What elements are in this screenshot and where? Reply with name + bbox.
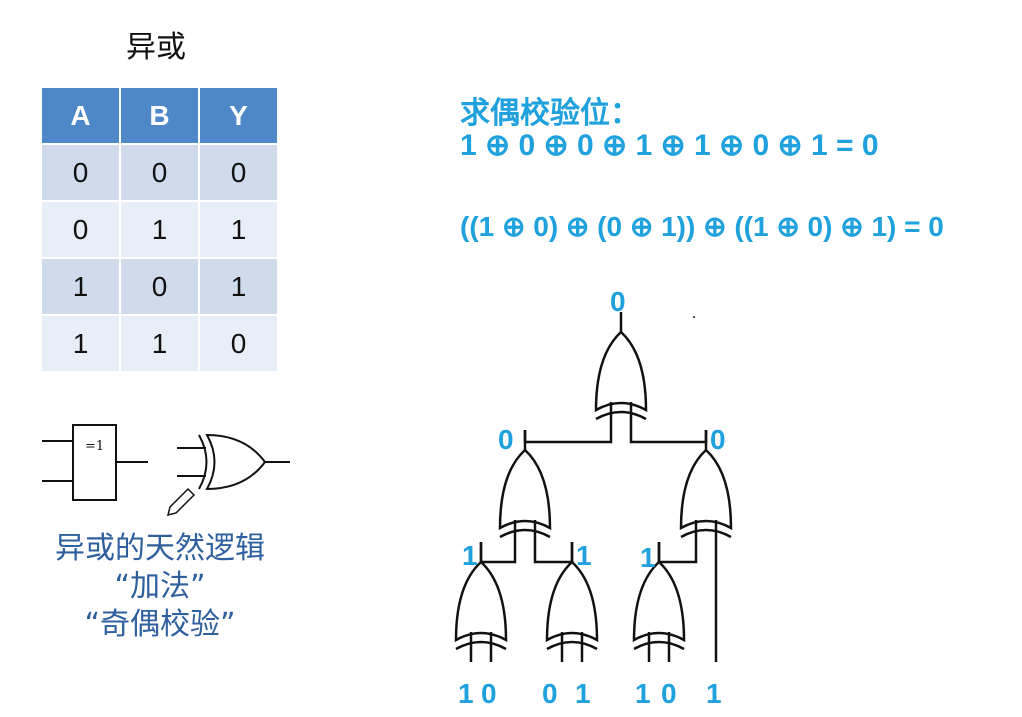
xor-caption: 异或的天然逻辑 “加法” “奇偶校验” — [20, 530, 300, 644]
table-row: 0 0 0 — [40, 143, 279, 202]
root-output-label: 0 — [610, 286, 626, 317]
table-cell: 1 — [40, 314, 121, 373]
leaf2-output-label: 1 — [576, 540, 592, 571]
table-row: 1 0 1 — [40, 257, 279, 316]
xor-tree: 0 0 0 1 1 1 1 0 0 1 1 0 1 — [454, 286, 733, 709]
pencil-icon — [166, 487, 196, 517]
input-label: 1 — [706, 678, 722, 709]
table-row: 0 1 1 — [40, 200, 279, 259]
table-cell: 0 — [40, 143, 121, 202]
truth-table: A B Y 0 0 0 0 1 1 1 0 1 1 1 0 — [40, 86, 279, 373]
page-title: 异或 — [126, 30, 186, 65]
caption-line-3: “奇偶校验” — [84, 607, 236, 642]
table-cell: 1 — [198, 200, 279, 259]
table-row: 1 1 0 — [40, 314, 279, 373]
caption-line-2: “加法” — [114, 569, 206, 604]
table-cell: 0 — [198, 143, 279, 202]
input-label: 1 — [575, 678, 591, 709]
leaf3-output-label: 1 — [640, 542, 656, 573]
leaf1-output-label: 1 — [462, 540, 478, 571]
table-cell: 0 — [40, 200, 121, 259]
input-label: 0 — [661, 678, 677, 709]
parity-expression-flat: 1 ⊕ 0 ⊕ 0 ⊕ 1 ⊕ 1 ⊕ 0 ⊕ 1 = 0 — [460, 129, 879, 162]
left-mid-output-label: 0 — [498, 424, 514, 455]
iec-xor-symbol: =1 — [42, 424, 148, 501]
table-cell: 0 — [198, 314, 279, 373]
ansi-xor-symbol — [177, 433, 290, 491]
stray-dot — [693, 316, 695, 318]
table-header-row: A B Y — [40, 86, 279, 145]
table-cell: 1 — [119, 200, 200, 259]
right-mid-output-label: 0 — [710, 424, 726, 455]
input-label: 0 — [481, 678, 497, 709]
iec-symbol-label: =1 — [85, 439, 104, 454]
table-cell: 0 — [119, 257, 200, 316]
table-cell: 1 — [40, 257, 121, 316]
xor-gate-root — [594, 310, 648, 434]
table-cell: 1 — [119, 314, 200, 373]
header-a: A — [40, 86, 121, 145]
header-y: Y — [198, 86, 279, 145]
caption-line-1: 异或的天然逻辑 — [55, 531, 265, 566]
input-label: 1 — [635, 678, 651, 709]
input-label: 1 — [458, 678, 474, 709]
table-cell: 1 — [198, 257, 279, 316]
header-b: B — [119, 86, 200, 145]
parity-heading: 求偶校验位： — [460, 97, 640, 130]
parity-expression-grouped: ((1 ⊕ 0) ⊕ (0 ⊕ 1)) ⊕ ((1 ⊕ 0) ⊕ 1) = 0 — [460, 211, 944, 242]
table-cell: 0 — [119, 143, 200, 202]
input-label: 0 — [542, 678, 558, 709]
